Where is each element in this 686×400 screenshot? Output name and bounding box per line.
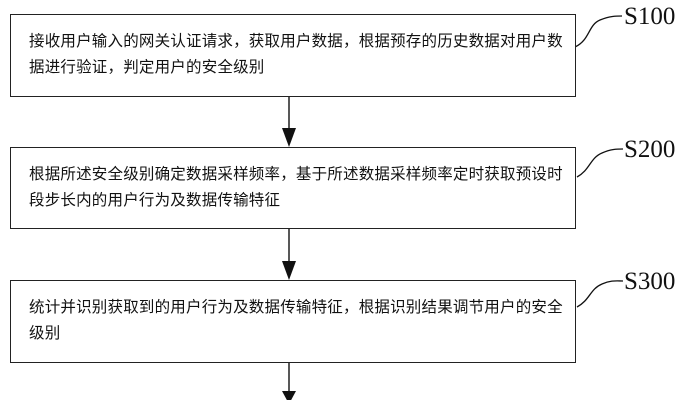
step-label-s300: S300 bbox=[624, 268, 676, 295]
step-box-s100: 接收用户输入的网关认证请求，获取用户数据，根据预存的历史数据对用户数据进行验证，… bbox=[10, 14, 576, 97]
step-text-s200: 根据所述安全级别确定数据采样频率，基于所述数据采样频率定时获取预设时段步长内的用… bbox=[29, 165, 563, 209]
leader-curve-s200 bbox=[576, 148, 624, 178]
step-text-s300: 统计并识别获取到的用户行为及数据传输特征，根据识别结果调节用户的安全级别 bbox=[29, 298, 563, 342]
arrow-s200-to-s300 bbox=[282, 228, 296, 280]
step-box-s300: 统计并识别获取到的用户行为及数据传输特征，根据识别结果调节用户的安全级别 bbox=[10, 280, 576, 363]
step-box-s200: 根据所述安全级别确定数据采样频率，基于所述数据采样频率定时获取预设时段步长内的用… bbox=[10, 147, 576, 229]
step-label-s200: S200 bbox=[624, 136, 676, 163]
step-text-s100: 接收用户输入的网关认证请求，获取用户数据，根据预存的历史数据对用户数据进行验证，… bbox=[29, 32, 563, 76]
step-label-s100: S100 bbox=[624, 3, 676, 30]
leader-curve-s300 bbox=[576, 280, 624, 308]
arrow-s300-continue bbox=[282, 362, 296, 400]
arrow-s100-to-s200 bbox=[282, 96, 296, 147]
leader-curve-s100 bbox=[574, 15, 623, 48]
